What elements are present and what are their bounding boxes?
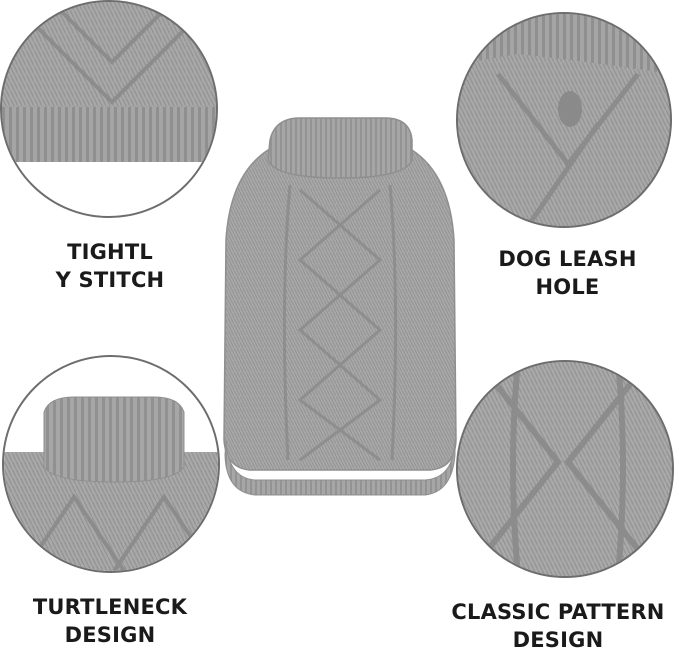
classic-pattern-label-line-2: DESIGN — [512, 628, 604, 652]
turtleneck-texture-image — [4, 357, 218, 571]
classic-pattern-label: CLASSIC PATTERN DESIGN — [440, 598, 676, 654]
leash-hole-label: DOG LEASH HOLE — [470, 245, 665, 301]
tight-stitch-label: TIGHTL Y STITCH — [20, 238, 200, 294]
tight-stitch-label-line-1: TIGHTL — [67, 240, 153, 264]
classic-pattern-closeup — [456, 360, 674, 578]
turtleneck-label-line-1: TURTLENECK — [32, 595, 188, 619]
tight-stitch-texture-image — [2, 2, 216, 216]
leash-hole-closeup — [456, 12, 672, 228]
tight-stitch-closeup — [0, 0, 218, 218]
classic-pattern-texture-image — [458, 362, 672, 576]
turtleneck-label-line-2: DESIGN — [64, 623, 156, 647]
turtleneck-closeup — [2, 355, 220, 573]
leash-hole-label-line-1: DOG LEASH — [498, 247, 637, 271]
tight-stitch-label-line-2: Y STITCH — [55, 268, 165, 292]
classic-pattern-label-line-1: CLASSIC PATTERN — [451, 600, 665, 624]
leash-hole-label-line-2: HOLE — [535, 275, 600, 299]
turtleneck-label: TURTLENECK DESIGN — [10, 593, 210, 649]
leash-hole-texture-image — [458, 14, 670, 226]
